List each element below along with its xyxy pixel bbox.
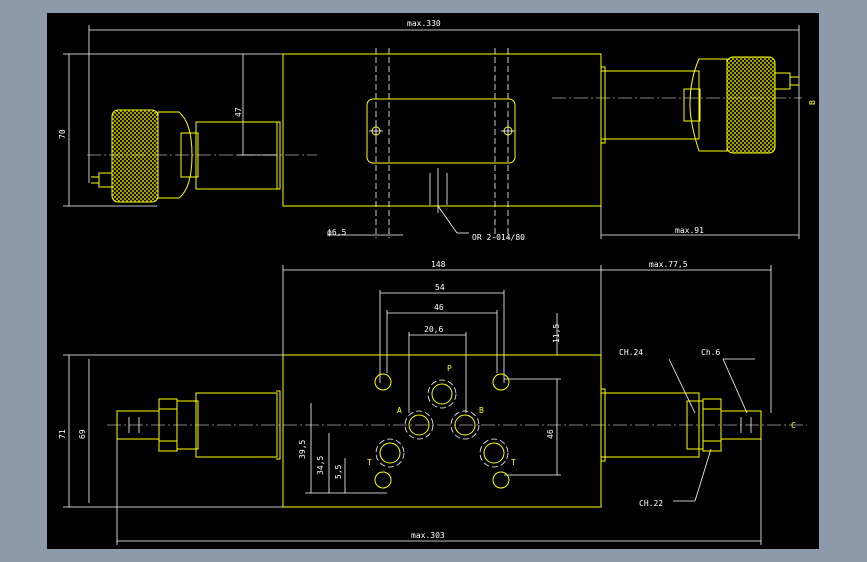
wrench-ch22: CH.22 bbox=[639, 499, 663, 508]
dim-solenoid-length: max.91 bbox=[675, 226, 704, 235]
front-view: 148 max.77,5 54 46 20,6 11,5 71 69 bbox=[58, 260, 807, 545]
port-t-right bbox=[483, 442, 505, 464]
cad-drawing-canvas: max.330 70 47 OR 2-014/8 bbox=[47, 13, 819, 549]
port-b bbox=[454, 414, 476, 436]
bolt-hole-dim: ϕ6,5 bbox=[327, 228, 346, 237]
port-a-label: A bbox=[397, 406, 402, 415]
port-b-label: B bbox=[479, 406, 484, 415]
dim-solenoid-width: max.77,5 bbox=[649, 260, 688, 269]
dim-54: 54 bbox=[435, 283, 445, 292]
hydraulic-valve-drawing: max.330 70 47 OR 2-014/8 bbox=[58, 19, 817, 545]
dim-39-5: 39,5 bbox=[298, 440, 307, 459]
left-knurled-knob bbox=[111, 109, 159, 203]
valve-body-top bbox=[282, 53, 602, 207]
dim-46-vertical: 46 bbox=[546, 429, 555, 439]
dim-height-69: 69 bbox=[78, 429, 87, 439]
side-letter-c: C bbox=[791, 421, 796, 430]
top-view: max.330 70 47 OR 2-014/8 bbox=[58, 19, 817, 242]
dim-5-5: 5,5 bbox=[334, 464, 343, 479]
dim-overall-length-front: max.303 bbox=[411, 531, 445, 540]
side-letter-b: B bbox=[808, 100, 817, 105]
dim-overall-length-top: max.330 bbox=[407, 19, 441, 28]
right-knurled-knob bbox=[726, 56, 776, 154]
seal-label: OR 2-014/80 bbox=[472, 233, 525, 242]
dim-height-70: 70 bbox=[58, 129, 67, 139]
wrench-ch6: Ch.6 bbox=[701, 348, 720, 357]
dim-46: 46 bbox=[434, 303, 444, 312]
wrench-ch24: CH.24 bbox=[619, 348, 643, 357]
port-t-left bbox=[379, 442, 401, 464]
dim-11-5: 11,5 bbox=[552, 324, 561, 343]
left-solenoid-tube bbox=[195, 121, 278, 190]
dim-height-47: 47 bbox=[234, 107, 243, 117]
dim-body-width: 148 bbox=[431, 260, 446, 269]
dim-20-6: 20,6 bbox=[424, 325, 443, 334]
port-t-right-label: T bbox=[511, 458, 516, 467]
right-solenoid-tube bbox=[600, 70, 700, 140]
port-t-left-label: T bbox=[367, 458, 372, 467]
port-p bbox=[431, 383, 453, 405]
port-p-label: P bbox=[447, 364, 452, 373]
dim-height-71: 71 bbox=[58, 429, 67, 439]
port-a bbox=[408, 414, 430, 436]
dim-34-5: 34,5 bbox=[316, 456, 325, 475]
